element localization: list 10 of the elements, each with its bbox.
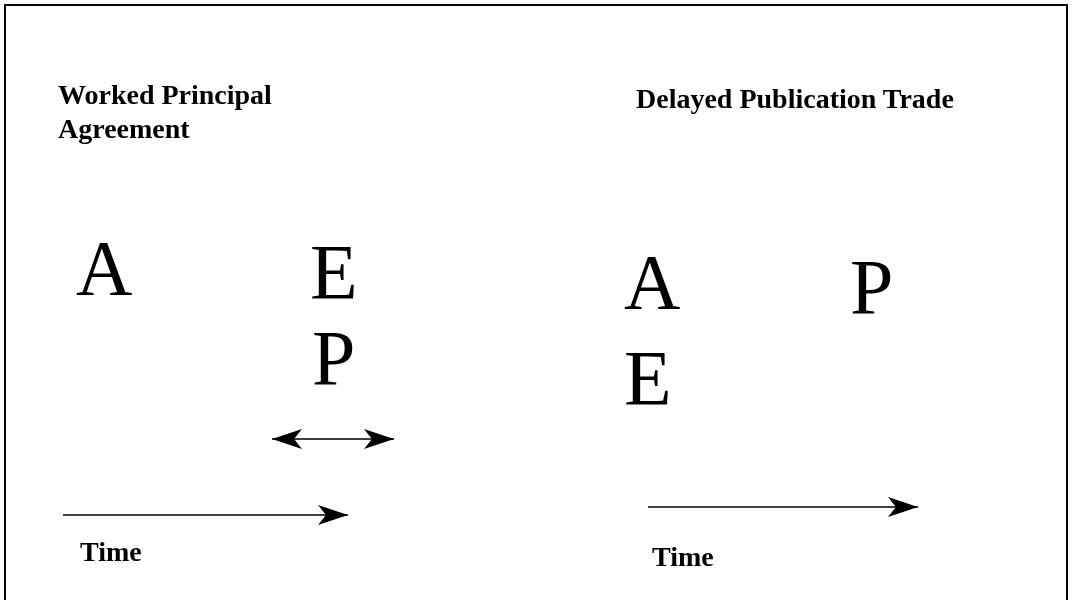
panel-heading: Worked Principal Agreement	[58, 78, 273, 146]
event-letter: A	[76, 228, 133, 308]
event-letter: P	[312, 318, 356, 398]
axis-label: Time	[652, 540, 714, 574]
event-letter: E	[624, 338, 672, 418]
event-letter: P	[850, 247, 894, 327]
event-letter: E	[310, 232, 358, 312]
axis-label: Time	[80, 535, 142, 569]
panel-heading: Delayed Publication Trade	[636, 82, 955, 116]
event-letter: A	[624, 242, 681, 322]
